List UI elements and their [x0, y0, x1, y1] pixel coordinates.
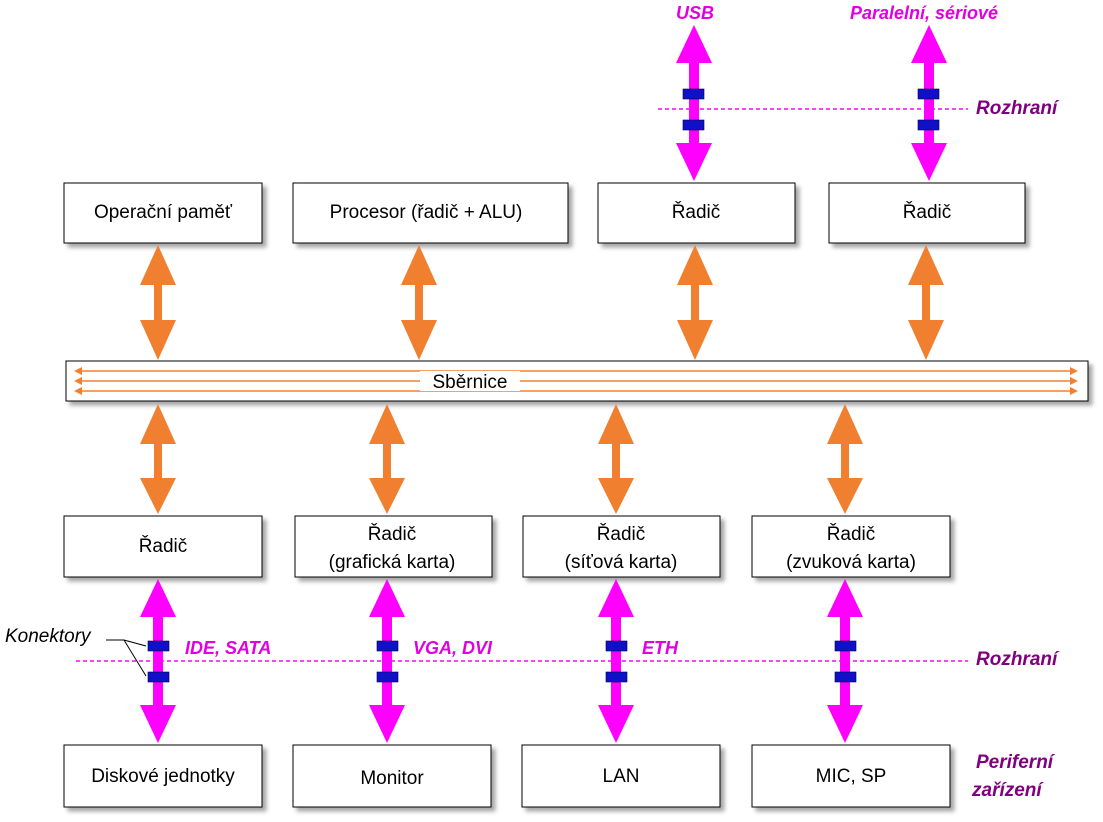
connector-network-device — [605, 671, 628, 683]
connector-usb-controller — [682, 119, 705, 131]
connectors-label: Konektory — [5, 626, 92, 647]
box-controller-parallel: Řadič — [828, 182, 1026, 244]
box-processor: Procesor (řadič + ALU) — [292, 182, 569, 244]
arrow-bus-sound-controller — [827, 404, 863, 514]
box-monitor: Monitor — [292, 744, 492, 808]
box-mic-sp-label: MIC, SP — [816, 766, 887, 787]
bus-label: Sběrnice — [433, 372, 508, 393]
bus-lines — [74, 367, 1078, 395]
box-network-controller: Řadič (síťová karta) — [522, 515, 721, 578]
magenta-arrow-network — [598, 579, 634, 743]
magenta-arrow-graphics — [369, 579, 405, 743]
box-graphics-controller: Řadič (grafická karta) — [294, 515, 493, 578]
zone-label-interface-bottom: Rozhraní — [976, 649, 1060, 670]
arrow-usb-controller-bus — [677, 245, 713, 360]
iface-label-ide-sata: IDE, SATA — [185, 638, 271, 658]
box-controller-parallel-label: Řadič — [903, 201, 952, 223]
box-graphics-controller-line1: Řadič — [368, 523, 417, 545]
iface-label-vga-dvi: VGA, DVI — [413, 638, 493, 658]
box-sound-controller-line2: (zvuková karta) — [786, 552, 916, 573]
arrow-parallel-controller-bus — [908, 245, 944, 360]
iface-label-usb: USB — [676, 3, 714, 23]
connectors-leader-lines — [106, 639, 147, 677]
connector-network-controller — [605, 640, 628, 652]
connector-usb-external — [682, 88, 705, 100]
arrow-bus-network-controller — [598, 404, 634, 514]
connector-sound-controller — [834, 640, 857, 652]
arrow-processor-bus — [401, 245, 437, 360]
box-disk-drives: Diskové jednotky — [63, 744, 263, 808]
box-monitor-label: Monitor — [360, 768, 424, 789]
connector-sound-device — [834, 671, 857, 683]
box-disk-drives-label: Diskové jednotky — [91, 766, 235, 787]
connector-parallel-controller — [917, 119, 940, 131]
connector-parallel-external — [917, 88, 940, 100]
box-lan-label: LAN — [603, 766, 640, 787]
box-graphics-controller-line2: (grafická karta) — [329, 552, 456, 573]
box-disk-controller-label: Řadič — [139, 535, 188, 557]
zone-label-peripheral-line1: Periferní — [976, 752, 1056, 773]
box-operating-memory-label: Operační paměť — [94, 202, 233, 223]
magenta-arrow-sound — [827, 579, 863, 743]
box-controller-usb-label: Řadič — [672, 201, 721, 223]
magenta-arrow-usb — [676, 25, 712, 181]
connector-disk-device — [147, 671, 170, 683]
magenta-arrow-parallel — [911, 25, 947, 181]
box-sound-controller: Řadič (zvuková karta) — [751, 515, 951, 578]
magenta-arrow-disk — [140, 579, 176, 743]
arrow-bus-disk-controller — [140, 404, 176, 514]
box-processor-label: Procesor (řadič + ALU) — [330, 202, 523, 223]
box-network-controller-line2: (síťová karta) — [565, 552, 678, 573]
arrow-bus-graphics-controller — [369, 404, 405, 514]
box-operating-memory: Operační paměť — [63, 182, 263, 244]
box-sound-controller-line1: Řadič — [827, 523, 876, 545]
zone-label-peripheral-line2: zařízení — [971, 780, 1044, 801]
zone-label-interface-top: Rozhraní — [976, 98, 1060, 119]
connector-graphics-controller — [376, 640, 399, 652]
box-controller-usb: Řadič — [597, 182, 796, 244]
box-disk-controller: Řadič — [63, 515, 263, 578]
connector-graphics-device — [376, 671, 399, 683]
iface-label-eth: ETH — [642, 638, 679, 658]
connector-disk-controller — [147, 640, 170, 652]
box-network-controller-line1: Řadič — [597, 523, 646, 545]
system-bus: Sběrnice — [65, 360, 1089, 402]
box-lan: LAN — [521, 744, 721, 808]
box-mic-sp: MIC, SP — [751, 744, 951, 808]
iface-label-parallel-serial: Paralelní, sériové — [850, 3, 998, 23]
arrow-memory-bus — [140, 245, 176, 360]
